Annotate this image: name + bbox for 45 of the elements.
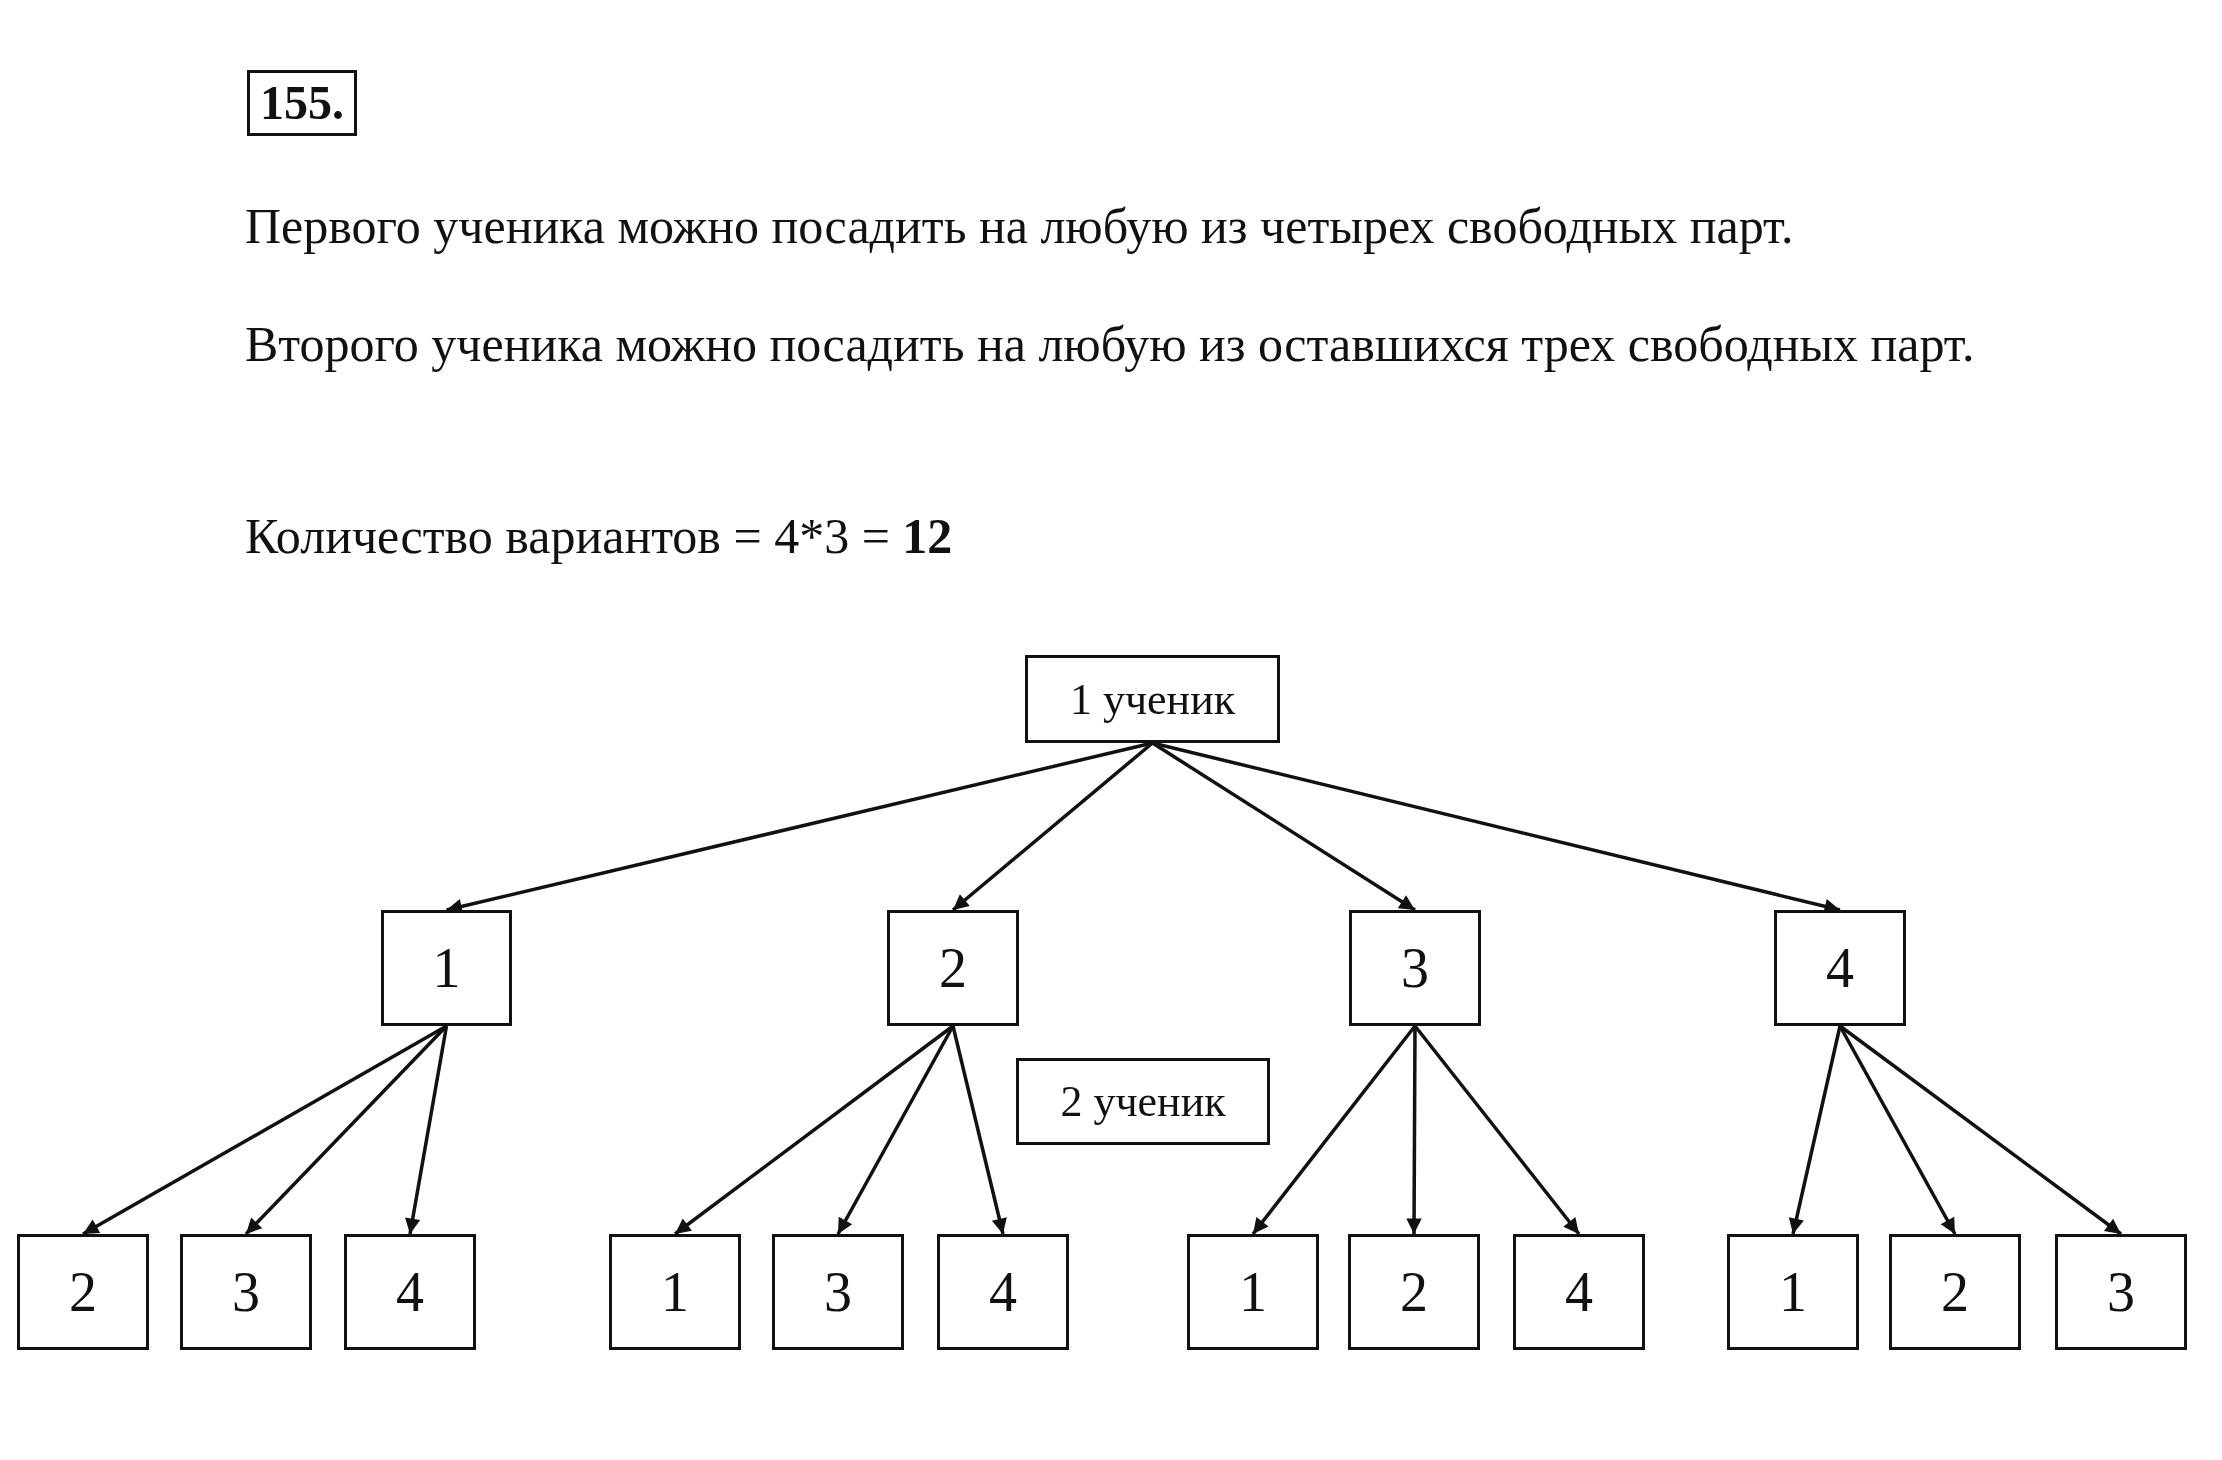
box-text: 2 [1400, 1260, 1428, 1324]
box-text: 4 [1565, 1260, 1593, 1324]
solution-text: Количество вариантов = 4*3 = 12 [245, 507, 954, 566]
box-text: 1 ученик [1069, 673, 1236, 725]
box-text: 3 [1401, 936, 1429, 1000]
tree-box [609, 1234, 741, 1350]
tree-box [381, 910, 512, 1026]
box-text: 1 [661, 1260, 689, 1324]
tree-box [1187, 1234, 1319, 1350]
box-text: 1 [432, 936, 461, 1000]
tree-box [180, 1234, 312, 1350]
box-text: 3 [232, 1260, 260, 1324]
arrow [951, 1025, 1007, 1235]
arrow [1413, 1024, 1581, 1236]
tree-box [1016, 1058, 1270, 1145]
tree-box [1025, 655, 1280, 743]
tree-box [1889, 1234, 2021, 1350]
box-text: 2 [1941, 1260, 1969, 1324]
solution-text: Первого ученика можно посадить на любую из четырех свободных парт. [245, 197, 1795, 256]
tree-box [772, 1234, 904, 1350]
tree-box [17, 1234, 149, 1350]
arrow [1406, 1026, 1422, 1234]
arrow [405, 1025, 449, 1235]
box-text: 1 [1779, 1260, 1807, 1324]
box-text: 1 [1239, 1260, 1267, 1324]
tree-box [1348, 1234, 1480, 1350]
box-text: 3 [2107, 1260, 2135, 1324]
box-text: 2 [69, 1260, 97, 1324]
tree-box [2055, 1234, 2187, 1350]
box-text: 4 [1826, 936, 1854, 1000]
tree-box [1774, 910, 1906, 1026]
tree-box [344, 1234, 476, 1350]
problem-number: 155. [247, 70, 357, 136]
box-text: 2 ученик [1060, 1076, 1226, 1127]
tree-box [1727, 1234, 1859, 1350]
box-text: 4 [989, 1260, 1017, 1324]
box-text: 3 [824, 1260, 852, 1324]
box-text: 2 [939, 936, 967, 1000]
solution-text: Второго ученика можно посадить на любую из оставшихся трех свободных парт. [245, 315, 1976, 374]
tree-box [937, 1234, 1069, 1350]
box-text: 4 [396, 1260, 424, 1324]
tree-box [1349, 910, 1481, 1026]
arrow [1788, 1025, 1842, 1235]
tree-box [1513, 1234, 1645, 1350]
tree-box [887, 910, 1019, 1026]
